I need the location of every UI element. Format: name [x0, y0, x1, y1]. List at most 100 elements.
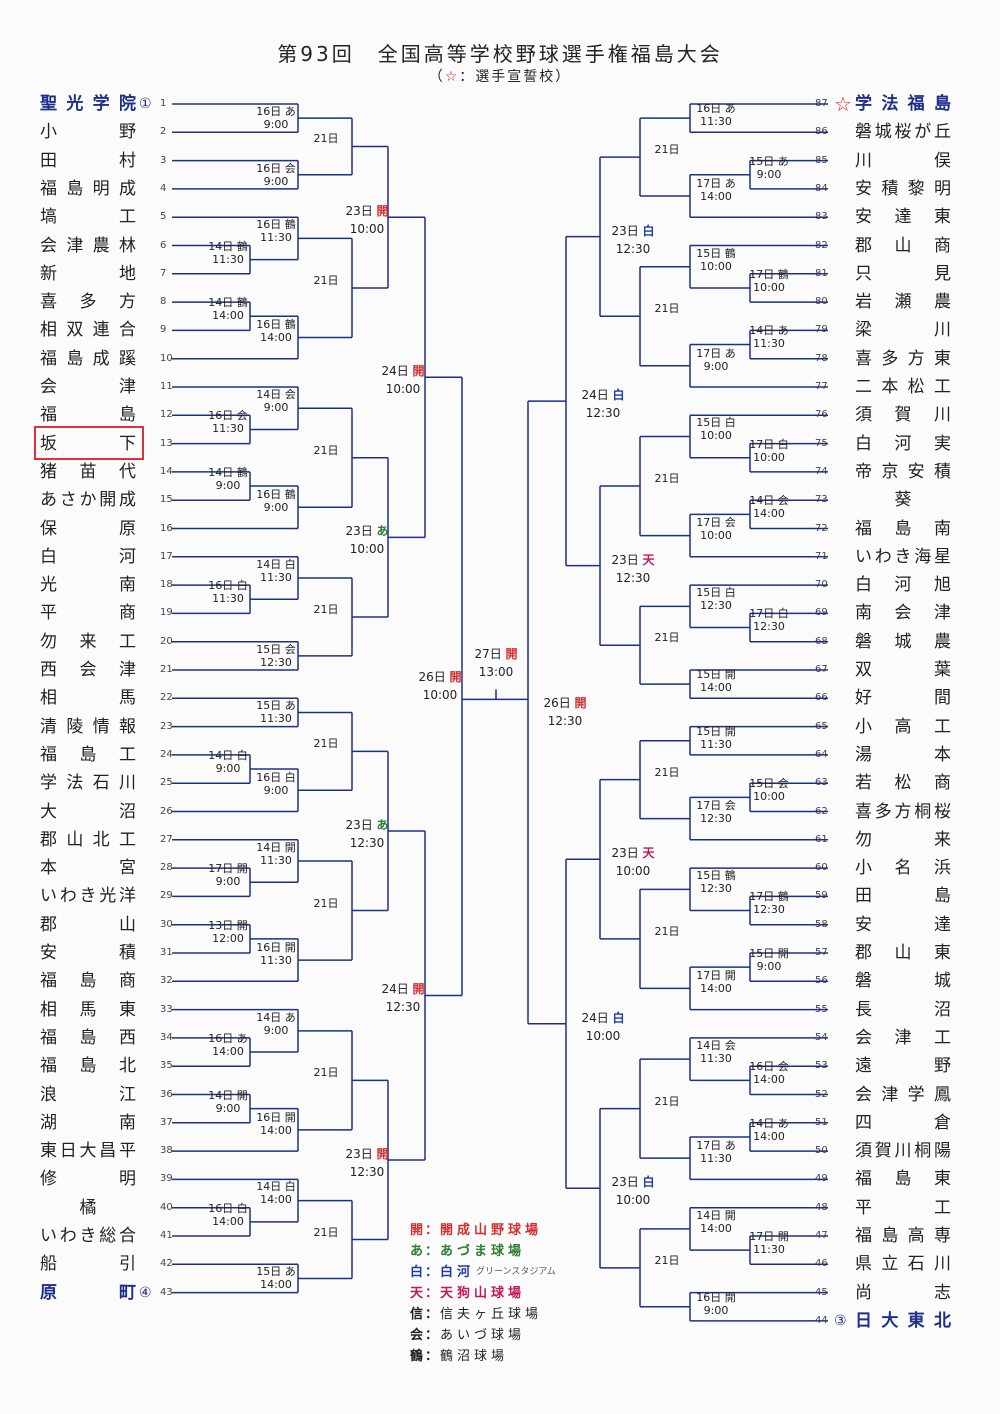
team-name: 磐城 [855, 971, 951, 992]
game-label-line: 11:30 [260, 853, 292, 867]
game-label-line: 16日 鶴 [256, 218, 296, 232]
legend-venue: 鶴沼球場 [440, 1349, 509, 1364]
team-name: 喜多方 [40, 292, 136, 313]
team-name: 福島工 [40, 744, 136, 765]
team-number: 38 [160, 1145, 173, 1157]
venue-mark: あ [376, 817, 389, 832]
game-label-line: 12:30 [753, 620, 785, 634]
team-name: 会津 [40, 377, 136, 397]
round-label: 21日 [644, 302, 690, 315]
team-number: 37 [160, 1116, 173, 1128]
team-name: 郡山 [40, 914, 136, 935]
game-label-line: 14日 会 [749, 494, 789, 508]
team-name: 原町 [40, 1282, 136, 1303]
game-label-line: 9:00 [263, 501, 289, 515]
legend-key: 白 [410, 1265, 424, 1280]
round-label: 21日 [644, 1095, 690, 1108]
game-label-line: 15日 鶴 [696, 246, 736, 260]
team-name: 会津学鳳 [855, 1084, 951, 1105]
game-label-line: 14:00 [753, 1073, 785, 1087]
game-label-line: 14:00 [260, 1123, 292, 1137]
round-label-line: 21日 [654, 1094, 680, 1108]
team-name: 小名浜 [855, 858, 951, 879]
r24-label-time: 10:00 [585, 1028, 621, 1043]
team-name: いわき海星 [855, 546, 951, 567]
team-number: 11 [160, 381, 173, 392]
r24-label-date: 24日 白 [581, 1010, 625, 1025]
legend-key: 会 [410, 1328, 424, 1343]
r23-label-date: 23日 開 [345, 204, 389, 219]
game-label-line: 16日 あ [696, 102, 736, 115]
game-label-line: 9:00 [215, 1101, 241, 1115]
game-label-line: 9:00 [263, 784, 289, 798]
game-label-line: 10:00 [700, 429, 732, 443]
venue-mark: 開 [574, 696, 587, 711]
team-number: 19 [160, 607, 173, 619]
team-name: 新地 [40, 263, 136, 284]
game-label-line: 11:30 [212, 592, 244, 606]
legend-venue: 天狗山球場 [440, 1286, 526, 1301]
game-label-line: 14:00 [260, 1278, 292, 1292]
game-label-line: 15日 あ [256, 699, 296, 713]
r24-label-date: 24日 開 [381, 364, 425, 379]
team-name: 福島東 [855, 1169, 951, 1190]
game-label-line: 16日 白 [208, 1201, 248, 1215]
legend-venue: あづま球場 [440, 1244, 526, 1259]
game-label-line: 11:30 [260, 231, 292, 245]
team-name: 勿来工 [40, 631, 136, 652]
game-label-line: 14日 あ [749, 1116, 789, 1130]
team-name: 東日大昌平 [40, 1141, 136, 1162]
team-name: 坂下 [40, 433, 136, 454]
r23-label-time: 12:30 [349, 1164, 385, 1179]
team-number: 22 [160, 692, 173, 704]
game-label-line: 17日 あ [696, 346, 736, 360]
game-label-line: 12:30 [753, 903, 785, 917]
team-name: 福島成蹊 [40, 348, 136, 369]
r23-label-time: 12:30 [615, 241, 651, 256]
team-name: 浪江 [40, 1084, 136, 1105]
game-label-line: 14日 会 [256, 388, 296, 401]
team-number: 25 [160, 777, 173, 789]
game-label-line: 17日 会 [696, 516, 736, 530]
team-name: 福島高専 [855, 1226, 951, 1246]
game-label-line: 11:30 [753, 1243, 785, 1256]
team-number: 9 [160, 324, 167, 336]
r23-label-date: 23日 あ [345, 817, 389, 832]
game-label-line: 16日 開 [256, 1110, 296, 1124]
legend-row: あ：あづま球場 [410, 1241, 556, 1262]
team-number: 29 [160, 890, 173, 902]
game-label-line: 17日 開 [696, 969, 736, 983]
team-name: 湯本 [855, 744, 951, 765]
team-number: 32 [160, 975, 173, 987]
game-label-line: 14:00 [700, 189, 732, 203]
game-label-line: 14日 会 [696, 1038, 736, 1052]
game-label-line: 14日 鶴 [208, 239, 248, 253]
team-name: 安達 [855, 914, 951, 935]
team-name: 葵 [894, 490, 912, 511]
team-number: 7 [160, 267, 167, 279]
round-label-line: 21日 [313, 443, 339, 457]
team-name: いわき総合 [40, 1226, 136, 1246]
game-label-line: 9:00 [215, 478, 241, 492]
team-name: 保原 [40, 518, 136, 539]
team-name: 福島商 [40, 971, 136, 992]
